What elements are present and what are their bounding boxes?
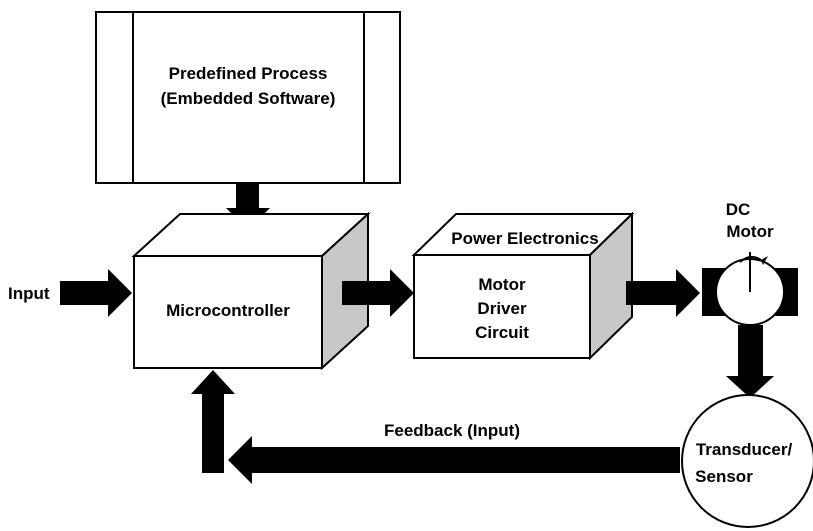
transducer-sensor: Transducer/ Sensor: [681, 394, 813, 528]
sensor-label-line2: Sensor: [695, 467, 753, 486]
feedback-to-microcontroller-arrow: [191, 370, 235, 473]
motor-driver-label-line1: Motor: [478, 275, 526, 294]
motor-driver-label-line3: Circuit: [475, 323, 529, 342]
motor-to-sensor-arrow: [726, 325, 774, 398]
power-electronics-label: Power Electronics: [451, 229, 598, 248]
motor-driver-label-line2: Driver: [477, 299, 527, 318]
input-label: Input: [8, 284, 50, 303]
sensor-circle: [681, 394, 813, 528]
driver-to-motor-arrow: [626, 269, 700, 317]
motor-driver-front-face: [413, 254, 591, 359]
microcontroller-front-face: [133, 255, 323, 369]
microcontroller-label: Microcontroller: [166, 301, 290, 320]
dc-motor-label-line1: DC: [726, 200, 751, 219]
dc-motor: DC Motor: [702, 200, 798, 326]
dc-motor-label-line2: Motor: [726, 222, 774, 241]
feedback-label: Feedback (Input): [384, 421, 520, 440]
feedback-arrow: [228, 436, 680, 484]
predefined-process-label-line1: Predefined Process: [169, 64, 328, 83]
dc-motor-rotation-arrowhead: [761, 256, 768, 265]
predefined-process-label-line2: (Embedded Software): [161, 89, 336, 108]
predefined-process-block: Predefined Process (Embedded Software): [95, 11, 401, 184]
motor-driver-block: Power Electronics Motor Driver Circuit: [411, 211, 635, 361]
input-arrow: [60, 269, 132, 317]
dc-motor-rotation-arc: [739, 256, 762, 263]
predefined-process-box: [95, 11, 401, 184]
microcontroller-block: Microcontroller: [131, 211, 371, 371]
sensor-label-line1: Transducer/: [696, 440, 793, 459]
microcontroller-to-driver-arrow: [342, 269, 414, 317]
